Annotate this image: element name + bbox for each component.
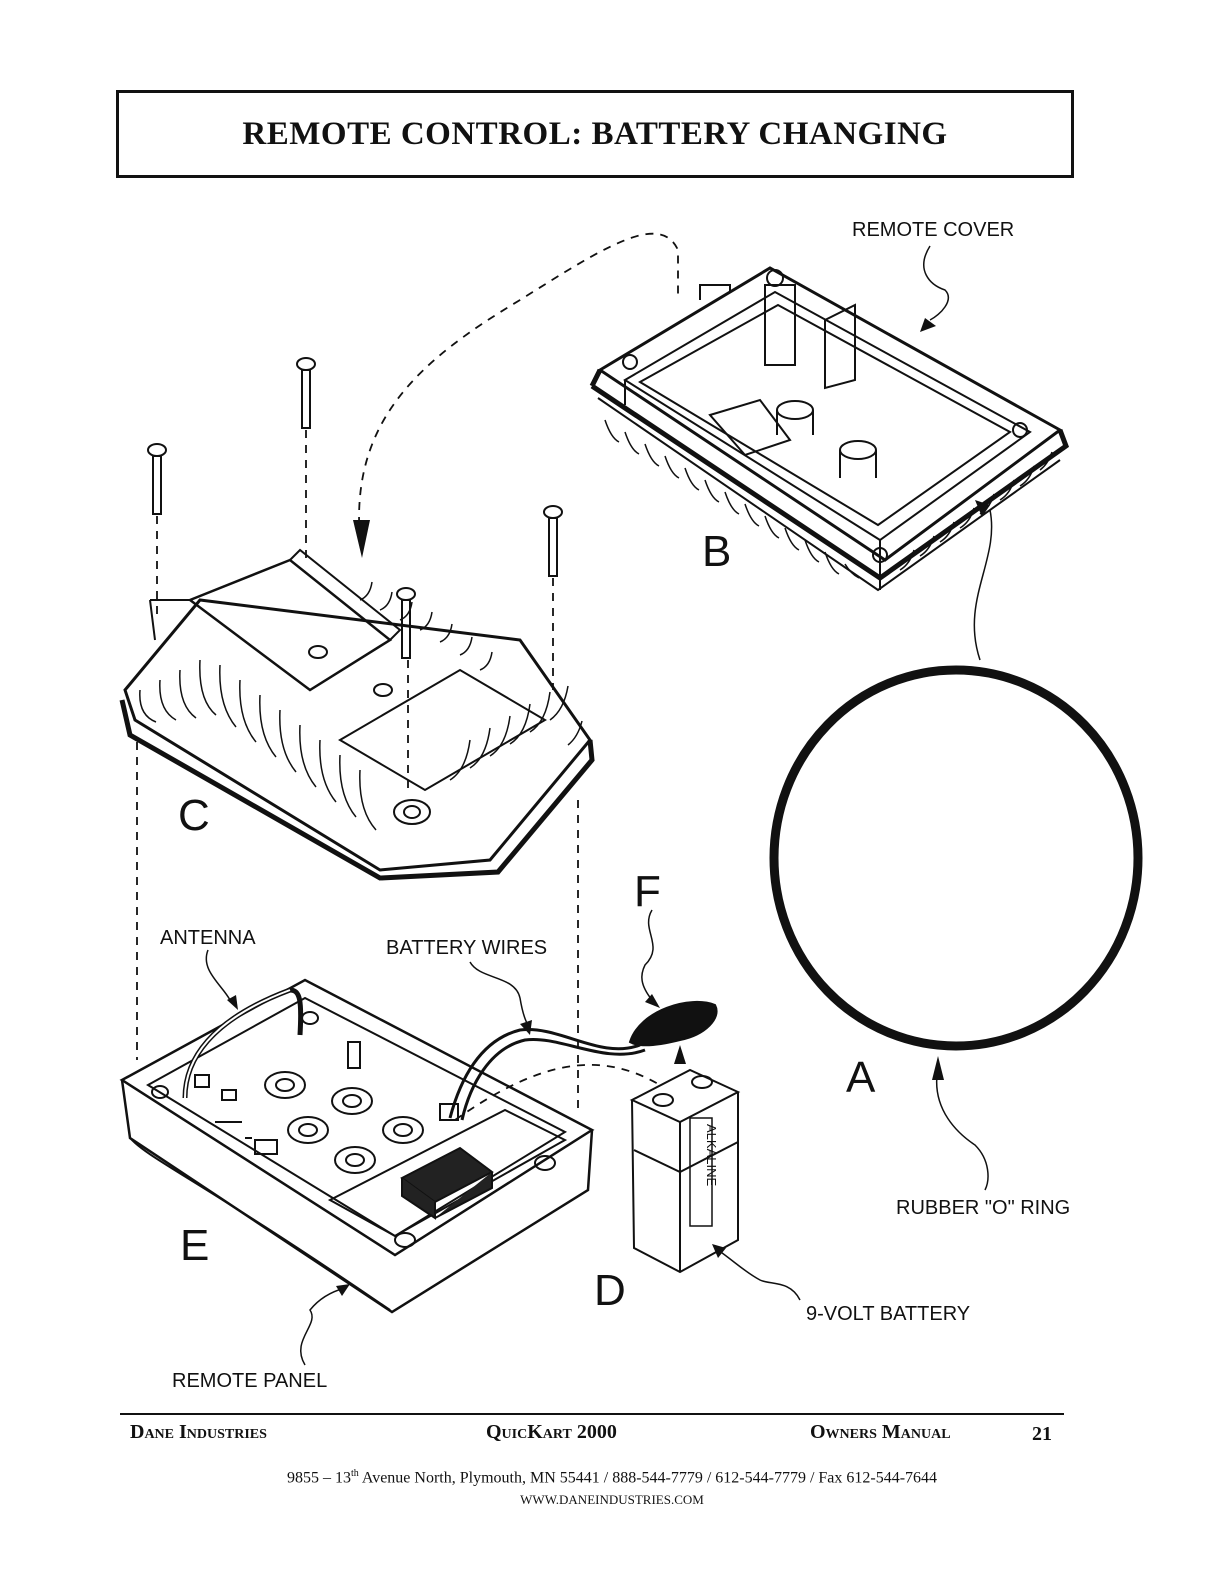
battery-brand-text: ALKALINE: [704, 1124, 719, 1186]
footer-manual: Owners Manual: [810, 1421, 951, 1444]
leader-lines: [206, 246, 991, 1365]
label-battery-wires: BATTERY WIRES: [386, 937, 547, 959]
footer-product: QuicKart 2000: [486, 1421, 617, 1444]
part-letter-c: C: [178, 791, 210, 840]
screw-2: [148, 444, 166, 514]
battery-snap: [630, 1002, 717, 1045]
footer-address: 9855 – 13th Avenue North, Plymouth, MN 5…: [0, 1468, 1224, 1487]
keypad-buttons: [265, 1072, 423, 1173]
footer-website: WWW.DANEINDUSTRIES.COM: [0, 1492, 1224, 1508]
screw-1: [297, 358, 315, 428]
alignment-lines: [137, 234, 678, 1120]
footer-page-number: 21: [1032, 1423, 1052, 1446]
part-letter-e: E: [180, 1221, 209, 1270]
screw-3: [544, 506, 562, 576]
label-rubber-o-ring: RUBBER "O" RING: [896, 1197, 1070, 1219]
remote-cover: [592, 268, 1066, 590]
label-antenna: ANTENNA: [160, 927, 256, 949]
label-nine-volt-battery: 9-VOLT BATTERY: [806, 1303, 970, 1325]
part-letter-d: D: [594, 1266, 626, 1315]
label-remote-panel: REMOTE PANEL: [172, 1370, 327, 1392]
part-letter-a: A: [846, 1053, 876, 1102]
footer-company: Dane Industries: [130, 1421, 267, 1444]
part-letter-f: F: [634, 867, 661, 916]
rubber-o-ring: [774, 670, 1138, 1046]
nine-volt-battery: [632, 1070, 738, 1272]
footer: Dane Industries QuicKart 2000 Owners Man…: [120, 1413, 1064, 1455]
label-remote-cover: REMOTE COVER: [852, 219, 1014, 241]
screw-4: [397, 588, 415, 658]
part-letter-b: B: [702, 527, 731, 576]
